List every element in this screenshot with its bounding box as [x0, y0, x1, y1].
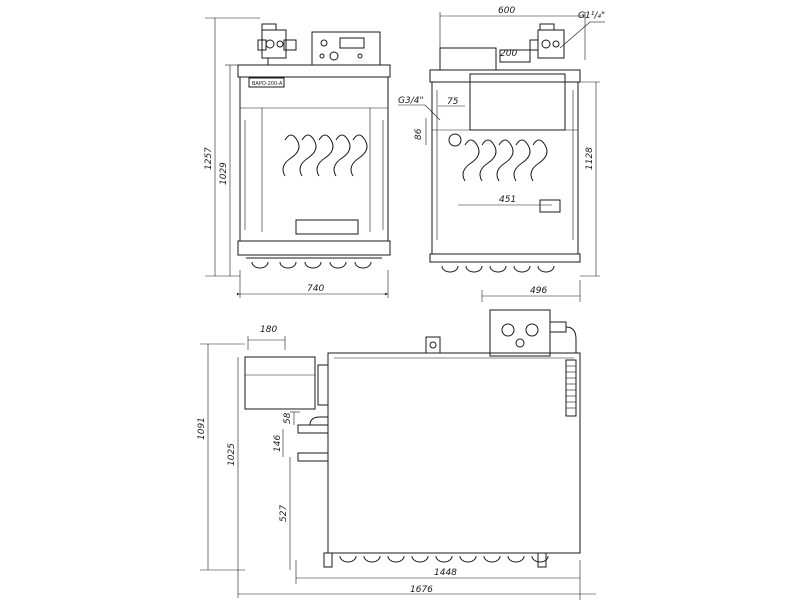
top-left-dimensions: 58 146 527 — [273, 411, 300, 570]
front-width-dimension: 740 — [237, 270, 389, 298]
burner-coil-icon — [462, 139, 548, 182]
dim-1025: 1025 — [227, 443, 237, 466]
side-top-cover — [429, 69, 581, 83]
side-control-box — [439, 47, 497, 71]
dim-451-group: 451 — [458, 195, 552, 206]
dim-496: 496 — [530, 286, 547, 296]
gas-valve-icon — [529, 23, 565, 59]
pipe-connections — [297, 416, 329, 462]
side-body — [431, 81, 579, 255]
top-height-dimensions: 1091 1025 — [197, 343, 245, 571]
dim-58: 58 — [283, 412, 293, 424]
dim-g3-4: G3/4" — [398, 96, 424, 106]
side-view: 600 G1¹/₄" 200 G3/4" 75 86 — [398, 6, 605, 302]
dim-527: 527 — [279, 505, 289, 522]
top-view: 180 1091 1025 — [197, 309, 596, 600]
dim-600: 600 — [498, 6, 515, 16]
flue-box — [244, 356, 316, 410]
dim-1448: 1448 — [434, 568, 457, 578]
top-width-dimensions: 1448 1676 — [237, 560, 596, 600]
vent-slots — [565, 359, 577, 417]
dim-451: 451 — [499, 195, 516, 205]
dim-86: 86 — [414, 128, 424, 140]
dim-146: 146 — [273, 435, 283, 452]
dim-1091: 1091 — [197, 417, 207, 440]
dim-200: 200 — [500, 49, 517, 59]
nameplate — [248, 77, 285, 88]
burner-manifold — [295, 219, 359, 235]
dim-180: 180 — [260, 325, 277, 335]
front-view: 1257 1029 ВАРО-200-А — [204, 17, 391, 298]
dim-1029: 1029 — [219, 162, 229, 185]
dim-496-group: 496 — [481, 280, 581, 302]
burner-nozzle-icon — [246, 257, 382, 269]
side-base — [429, 253, 581, 263]
gas-valve-icon — [489, 309, 577, 357]
dim-1257: 1257 — [204, 147, 214, 170]
top-cover — [237, 64, 391, 78]
nameplate-label: ВАРО-200-А — [252, 81, 283, 87]
burner-coil-icon — [282, 134, 368, 177]
dim-740: 740 — [307, 284, 324, 294]
gas-valve-icon — [257, 23, 297, 65]
dim-g1-1-4: G1¹/₄" — [578, 11, 605, 21]
burner-nozzle-icon — [328, 552, 580, 563]
dim-1676: 1676 — [410, 585, 433, 595]
side-left-dimensions: G3/4" 75 86 — [398, 96, 465, 147]
dim-75: 75 — [447, 97, 459, 107]
front-height-dimensions: 1257 1029 — [204, 17, 260, 277]
dim-1128: 1128 — [585, 147, 595, 170]
dim-1128-group: 1128 — [580, 81, 600, 277]
side-width-dimension: 600 G1¹/₄" — [439, 6, 605, 60]
dim-180-group: 180 — [247, 325, 286, 350]
burner-nozzle-icon — [441, 265, 555, 273]
top-body — [327, 352, 581, 554]
control-panel-icon — [311, 31, 381, 66]
front-base — [237, 240, 391, 256]
